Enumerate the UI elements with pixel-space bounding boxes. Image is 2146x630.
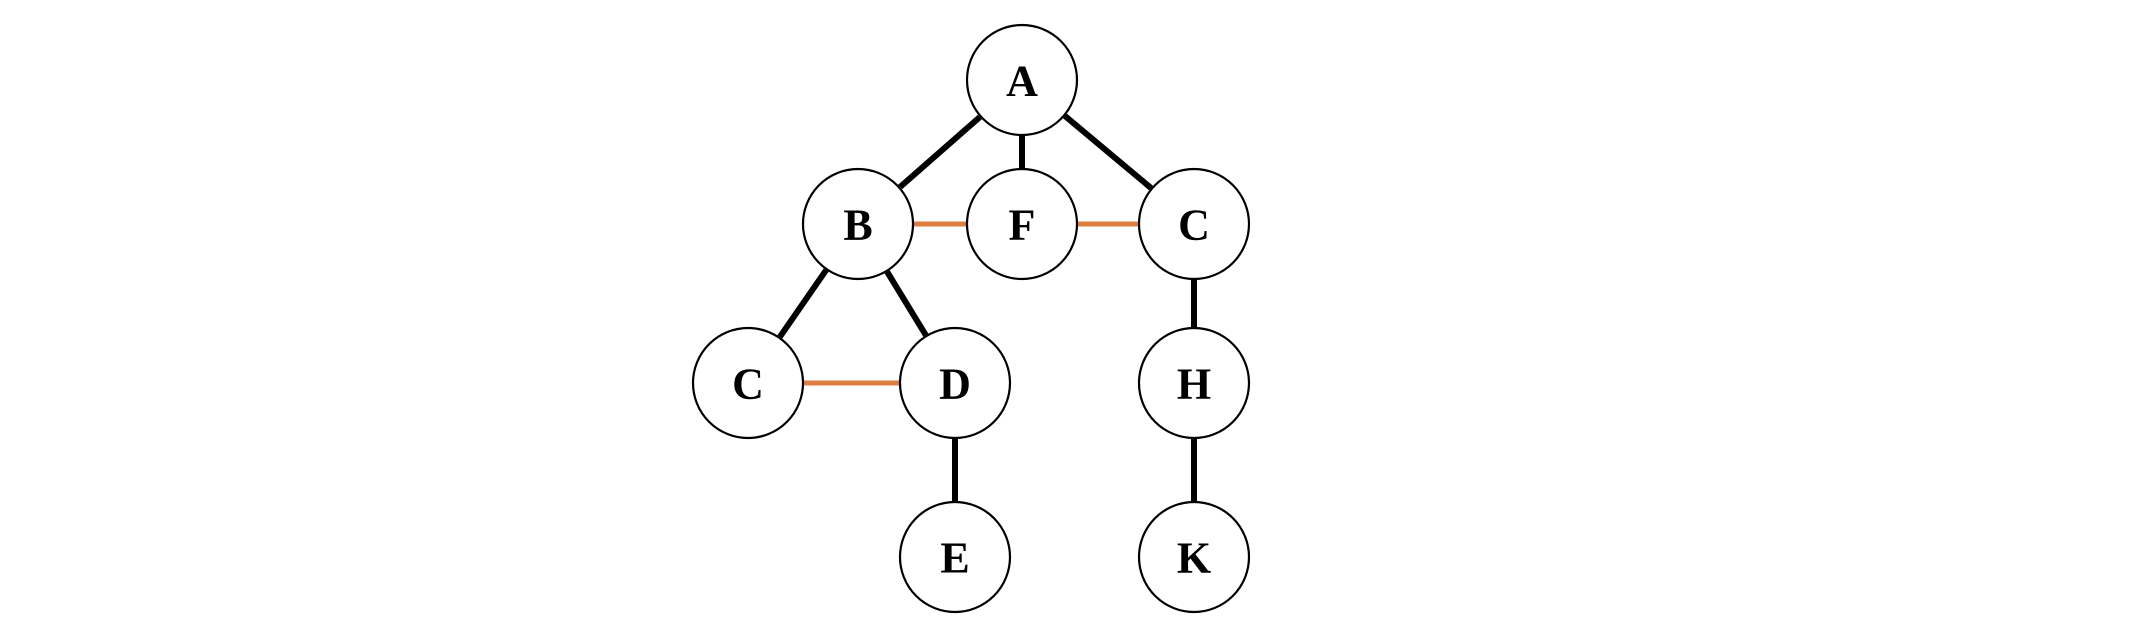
node-circle-h[interactable] [1137, 326, 1251, 440]
nodes-layer: A B F C C D H E K [691, 23, 1251, 614]
graph-node-a[interactable]: A [965, 23, 1079, 137]
edge-b-c2 [777, 268, 829, 339]
node-label-e: E [940, 534, 969, 583]
graph-node-k[interactable]: K [1137, 500, 1251, 614]
graph-node-f[interactable]: F [965, 167, 1079, 281]
edge-b-d [884, 270, 929, 337]
node-label-a: A [1006, 57, 1038, 106]
edge-a-c1 [1063, 113, 1153, 191]
node-label-d: D [939, 360, 971, 409]
node-circle-f[interactable] [965, 167, 1079, 281]
node-label-h: H [1177, 360, 1211, 409]
node-label-k: K [1177, 534, 1211, 583]
graph-node-h[interactable]: H [1137, 326, 1251, 440]
edges-layer [777, 113, 1197, 501]
node-circle-a[interactable] [965, 23, 1079, 137]
graph-node-c1[interactable]: C [1137, 167, 1251, 281]
edge-a-b [898, 114, 982, 190]
graph-node-b[interactable]: B [801, 167, 915, 281]
node-circle-d[interactable] [898, 326, 1012, 440]
graph-node-e[interactable]: E [898, 500, 1012, 614]
node-circle-c2[interactable] [691, 326, 805, 440]
graph-node-d[interactable]: D [898, 326, 1012, 440]
node-circle-e[interactable] [898, 500, 1012, 614]
graph-node-c2[interactable]: C [691, 326, 805, 440]
node-label-c2: C [732, 360, 764, 409]
node-label-f: F [1009, 201, 1036, 250]
node-circle-k[interactable] [1137, 500, 1251, 614]
node-label-b: B [843, 201, 872, 250]
node-circle-c1[interactable] [1137, 167, 1251, 281]
node-circle-b[interactable] [801, 167, 915, 281]
node-label-c1: C [1178, 201, 1210, 250]
